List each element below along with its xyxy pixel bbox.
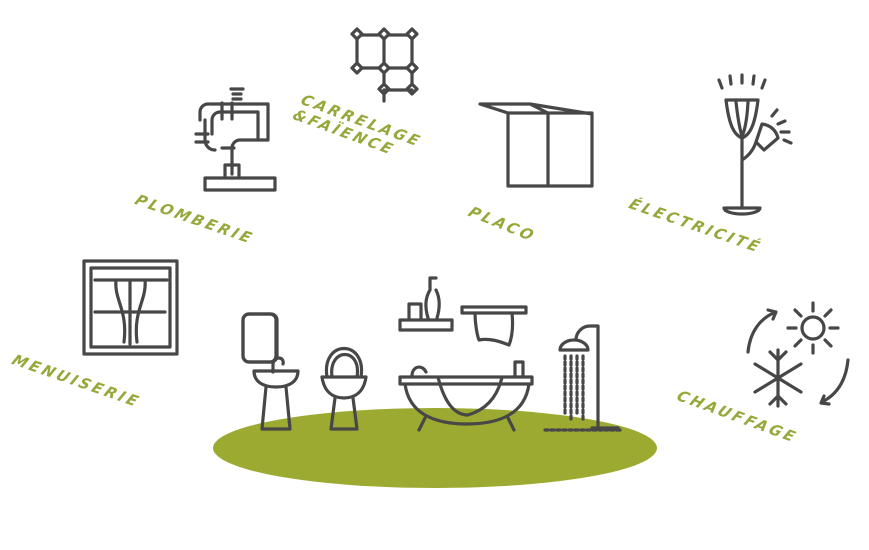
green-floor-ellipse bbox=[213, 408, 657, 488]
bathroom-icon bbox=[241, 276, 622, 432]
lamp-icon bbox=[717, 73, 793, 216]
tile-icon bbox=[350, 27, 419, 103]
pipe-icon bbox=[194, 87, 277, 192]
heating-cooling-icon bbox=[746, 301, 850, 408]
window-icon bbox=[82, 259, 179, 356]
plasterboard-icon bbox=[478, 102, 594, 188]
